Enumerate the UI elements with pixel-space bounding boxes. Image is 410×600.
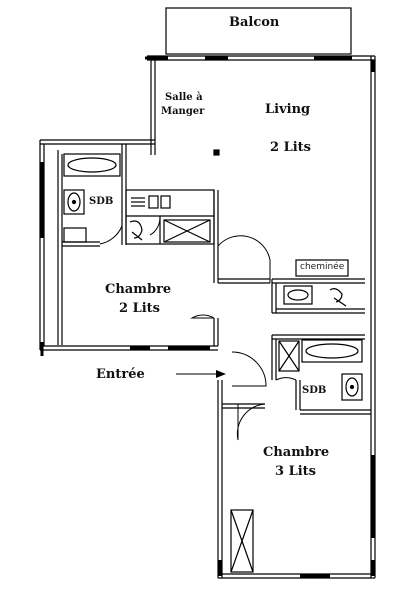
- sink-icon: [63, 189, 85, 215]
- entree-label: Entrée: [96, 367, 145, 382]
- cheminee-label: cheminée: [300, 262, 345, 272]
- toilet-icon: [329, 288, 347, 307]
- living-label: Living: [265, 102, 311, 117]
- shower-icon: [278, 340, 300, 372]
- shower-icon: [63, 227, 87, 243]
- sink-icon: [283, 285, 313, 305]
- bathtub-icon: [63, 153, 121, 177]
- chambre-left-label: Chambre: [105, 282, 172, 297]
- salle-a-manger-label-1: Salle à: [165, 92, 203, 103]
- chambre-right-label: Chambre: [263, 445, 330, 460]
- sink-icon: [341, 373, 363, 401]
- balcony: [165, 7, 352, 55]
- kitchen-unit: [163, 219, 211, 243]
- doors: [99, 217, 297, 441]
- sdb-right-label: SDB: [302, 385, 327, 396]
- living-beds-label: 2 Lits: [270, 140, 311, 155]
- wardrobe: [230, 509, 254, 573]
- toilet-icon: [129, 220, 143, 241]
- salle-a-manger-label-2: Manger: [161, 106, 205, 117]
- balcon-label: Balcon: [229, 15, 280, 30]
- sdb-left-label: SDB: [89, 196, 114, 207]
- bathtub-icon: [301, 339, 363, 363]
- entry-arrow-icon: [176, 370, 226, 378]
- windows: [40, 56, 375, 578]
- cheminee-box: [295, 259, 349, 277]
- chambre-left-beds-label: 2 Lits: [119, 301, 160, 316]
- stove-icon: [131, 195, 171, 209]
- outer-walls: [39, 55, 376, 579]
- chambre-right-beds-label: 3 Lits: [275, 464, 316, 479]
